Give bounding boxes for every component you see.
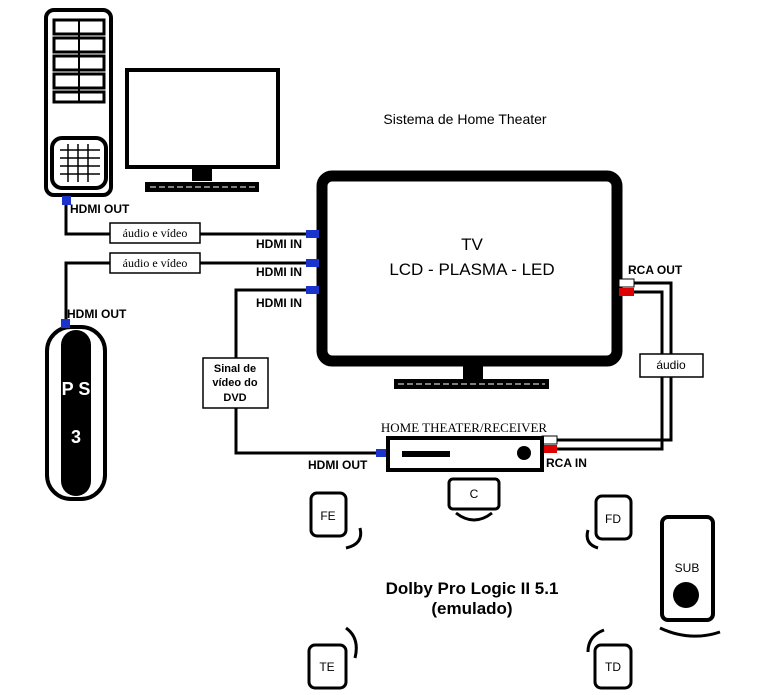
tv-hdmi-in-2-label: HDMI IN xyxy=(256,265,302,279)
tv-hdmi-port-2 xyxy=(306,259,319,267)
dvd-label-line1: Sinal de xyxy=(214,363,256,375)
speaker-front-right: FD xyxy=(585,494,633,550)
caption-subtitle: (emulado) xyxy=(431,599,512,618)
speaker-front-left: FE xyxy=(309,491,363,550)
tv-hdmi-in-3-label: HDMI IN xyxy=(256,296,302,310)
tv: TV LCD - PLASMA - LED xyxy=(316,170,623,389)
tv-rca-out-label: RCA OUT xyxy=(628,263,683,277)
speaker-rear-left-label: TE xyxy=(319,660,334,674)
cable-labels: áudio e vídeo áudio e vídeo Sinal de víd… xyxy=(109,222,704,409)
speaker-rear-right-label: TD xyxy=(605,660,621,674)
pc-cable-label: áudio e vídeo xyxy=(123,226,188,240)
ports xyxy=(61,196,635,457)
receiver-hdmi-out-label: HDMI OUT xyxy=(308,458,368,472)
cable-pc-to-tv xyxy=(64,202,312,236)
pc-monitor xyxy=(125,68,280,192)
speaker-center: C xyxy=(447,477,501,522)
pc-grille xyxy=(50,136,108,190)
dvd-label-line3: DVD xyxy=(223,392,246,404)
tv-hdmi-port-3 xyxy=(306,286,319,294)
ps3-console: P S 3 xyxy=(45,325,107,501)
speaker-front-right-label: FD xyxy=(605,512,621,526)
caption-title: Dolby Pro Logic II 5.1 xyxy=(386,579,559,598)
receiver-rca-red xyxy=(542,445,557,453)
tv-hdmi-in-1-label: HDMI IN xyxy=(256,237,302,251)
ps3-cable-label: áudio e vídeo xyxy=(123,256,188,270)
tv-rca-red xyxy=(619,288,634,296)
home-theater-receiver: HOME THEATER/RECEIVER xyxy=(381,420,548,472)
cable-ps3-to-tv xyxy=(64,261,312,323)
receiver-volume-knob xyxy=(517,446,531,460)
pc-hdmi-port xyxy=(62,196,71,205)
diagram-title: Sistema de Home Theater xyxy=(383,111,546,127)
drive-bays xyxy=(52,18,106,104)
tv-label: TV xyxy=(461,235,483,254)
receiver-rca-in-label: RCA IN xyxy=(546,456,587,470)
port-labels: HDMI OUT HDMI OUT HDMI IN HDMI IN HDMI I… xyxy=(67,202,683,472)
subwoofer-cone xyxy=(673,582,699,608)
ps3-logo-top: P S xyxy=(62,379,91,399)
pc-tower xyxy=(44,8,113,197)
ps3-hdmi-port xyxy=(61,319,70,328)
tv-type-label: LCD - PLASMA - LED xyxy=(389,260,554,279)
dvd-label-line2: vídeo do xyxy=(212,377,258,389)
speaker-center-label: C xyxy=(470,487,479,501)
ps3-hdmi-out-label: HDMI OUT xyxy=(67,307,127,321)
tv-hdmi-port-1 xyxy=(306,230,319,238)
receiver-rca-white xyxy=(541,435,558,445)
subwoofer-label: SUB xyxy=(675,561,700,575)
subwoofer: SUB xyxy=(659,515,721,638)
pc-hdmi-out-label: HDMI OUT xyxy=(70,202,130,216)
speaker-rear-right: TD xyxy=(586,628,633,690)
audio-cable-label: áudio xyxy=(656,358,686,372)
speaker-rear-left: TE xyxy=(307,626,358,690)
tv-rca-white xyxy=(618,278,635,288)
receiver-display xyxy=(402,451,450,457)
speaker-front-left-label: FE xyxy=(320,509,335,523)
receiver-hdmi-port xyxy=(376,449,389,457)
receiver-title: HOME THEATER/RECEIVER xyxy=(381,420,548,435)
ps3-logo-bottom: 3 xyxy=(71,427,81,447)
